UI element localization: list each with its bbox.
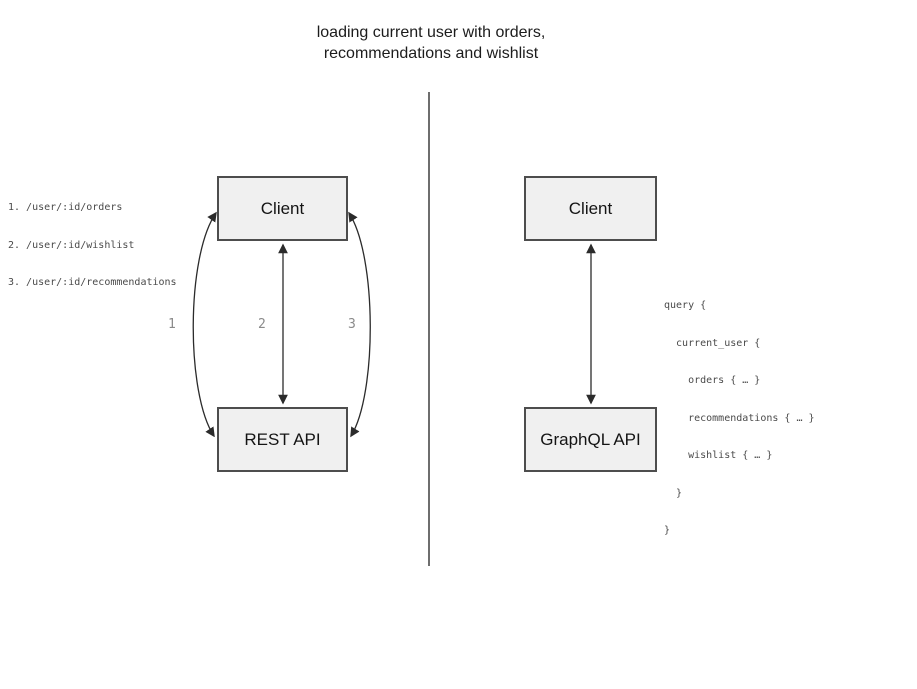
graphql-api-box: GraphQL API: [524, 407, 657, 472]
query-line: query {: [664, 300, 707, 311]
endpoint-orders: 1. /user/:id/orders: [8, 202, 123, 213]
rest-api-box-label: REST API: [244, 429, 321, 449]
query-line: }: [664, 487, 683, 499]
query-line: current_user {: [664, 337, 761, 349]
query-line: wishlist { … }: [664, 450, 773, 461]
graphql-client-box-label: Client: [568, 198, 613, 218]
diagram-title: loading current user with orders, recomm…: [181, 22, 681, 64]
rest-api-box: REST API: [217, 407, 348, 472]
title-line-1: loading current user with orders,: [316, 24, 546, 41]
arrow-label-2: 2: [258, 317, 266, 332]
graphql-api-box-label: GraphQL API: [540, 429, 641, 449]
rest-curved-arrow-1: [192, 211, 217, 438]
endpoint-wishlist: 2. /user/:id/wishlist: [8, 239, 135, 251]
endpoint-recommendations: 3. /user/:id/recommendations: [8, 277, 177, 288]
rest-endpoint-list: 1. /user/:id/orders 2. /user/:id/wishlis…: [8, 177, 177, 315]
rest-client-box-label: Client: [260, 198, 305, 218]
arrow-label-1: 1: [168, 317, 176, 332]
query-line: orders { … }: [664, 375, 761, 386]
arrow-label-3: 3: [348, 317, 356, 332]
title-line-2: recommendations and wishlist: [323, 45, 539, 62]
vertical-divider: [428, 92, 430, 566]
graphql-query-code: query { current_user { orders { … } reco…: [664, 275, 815, 563]
query-line: }: [664, 525, 671, 536]
query-line: recommendations { … }: [664, 412, 815, 424]
rest-client-box: Client: [217, 176, 348, 241]
graphql-client-box: Client: [524, 176, 657, 241]
